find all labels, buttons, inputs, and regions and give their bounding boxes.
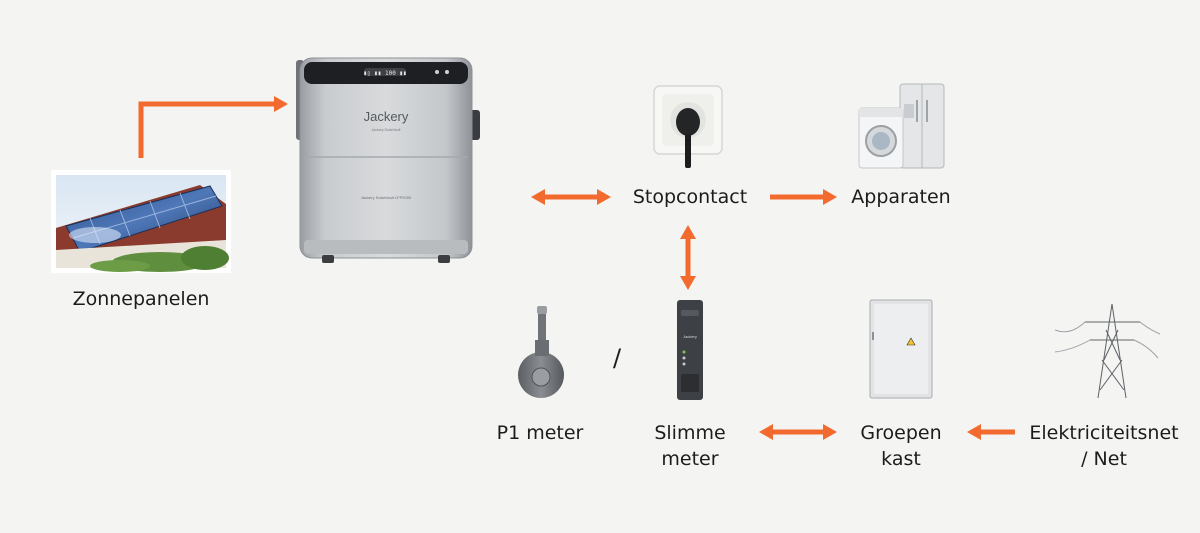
label-fuse-box-line1: Groepen — [860, 422, 942, 444]
label-smart-meter-line1: Slimme — [654, 422, 726, 444]
arrow-grid-to-fuse-box — [967, 424, 1015, 440]
arrow-socket-to-appliances — [770, 189, 837, 205]
label-p1-meter: P1 meter — [496, 422, 584, 444]
fuse-box-image — [869, 299, 933, 399]
label-appliances: Apparaten — [851, 186, 951, 208]
battery-sub-brand-text: Jackery SolarVault — [372, 128, 401, 132]
arrow-smart-meter-fuse-box — [759, 424, 837, 440]
label-grid: Elektriciteitsnet / Net — [1029, 420, 1178, 472]
label-smart-meter: Slimme meter — [654, 420, 725, 472]
arrow-battery-socket — [531, 189, 611, 205]
smart-meter-image: Jackery — [677, 300, 703, 400]
label-grid-line1: Elektriciteitsnet — [1029, 422, 1179, 444]
meter-separator: / — [613, 344, 622, 372]
appliances-image — [858, 83, 945, 169]
label-grid-line2: / Net — [1081, 448, 1127, 470]
label-socket: Stopcontact — [632, 186, 748, 208]
battery-front-text: Jackery SolarVault LFP2000 — [361, 195, 412, 200]
label-solar-panels: Zonnepanelen — [72, 288, 210, 310]
battery-unit-image: ▮▯ ▮▮ 100 ▮▮ Jackery Jackery SolarVault … — [296, 57, 480, 263]
wall-socket-image — [653, 85, 723, 168]
label-smart-meter-line2: meter — [661, 448, 719, 470]
solar-roof-image — [51, 170, 231, 273]
svg-text:▮▯ ▮▮ 100 ▮▮: ▮▯ ▮▮ 100 ▮▮ — [363, 70, 406, 77]
battery-brand-text: Jackery — [364, 109, 409, 124]
p1-meter-image — [518, 306, 564, 398]
smart-meter-brand-text: Jackery — [683, 334, 697, 339]
power-pylon-image — [1054, 303, 1161, 399]
label-fuse-box-line2: kast — [881, 448, 921, 470]
label-fuse-box: Groepen kast — [860, 420, 941, 472]
arrow-solar-to-battery — [138, 96, 288, 158]
arrow-socket-smart-meter — [680, 225, 696, 290]
